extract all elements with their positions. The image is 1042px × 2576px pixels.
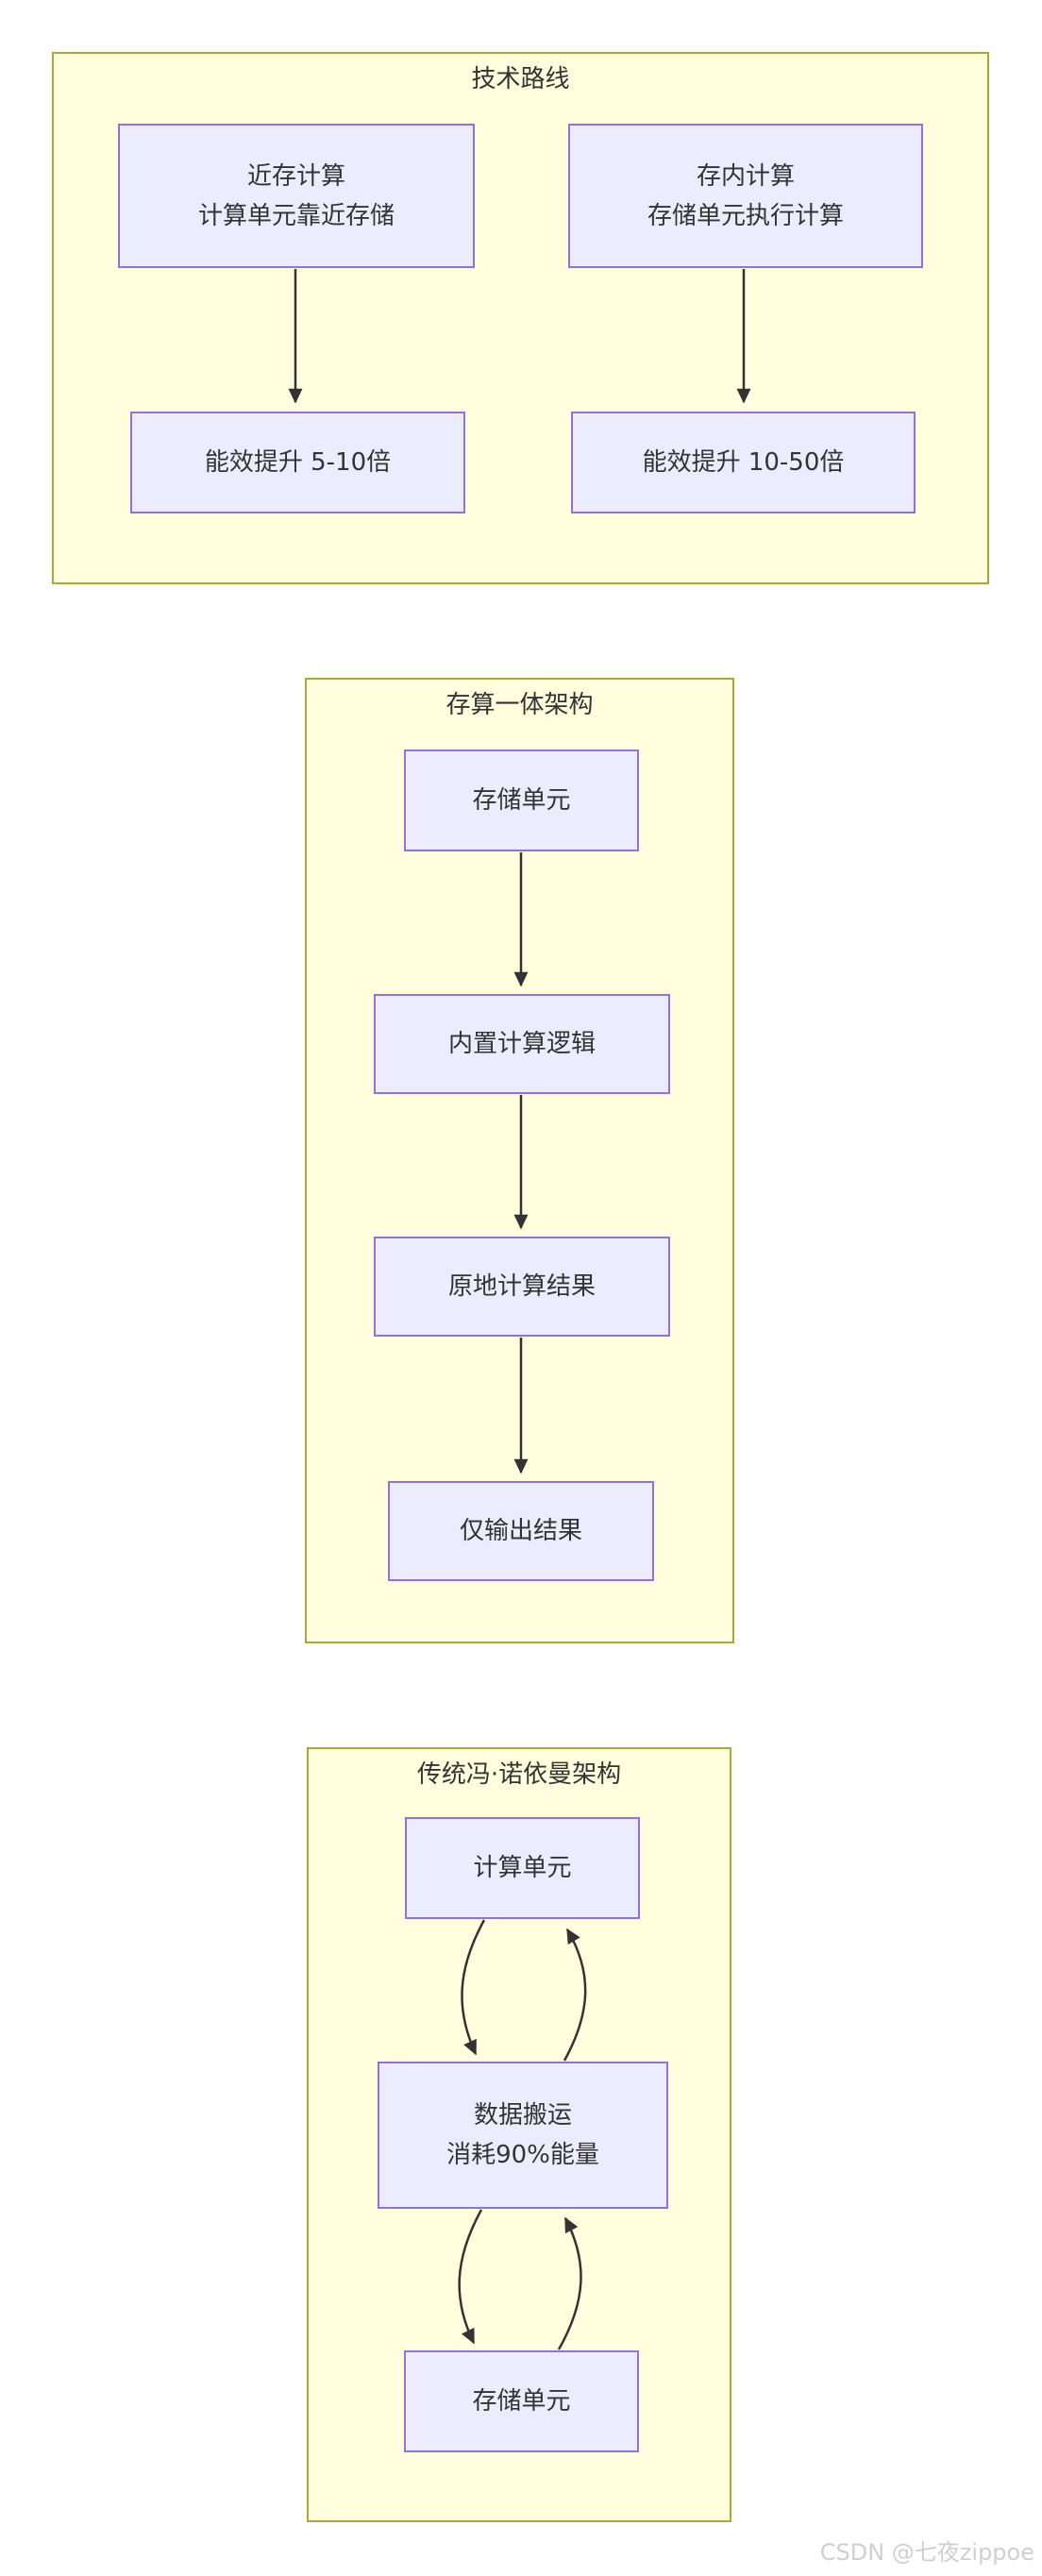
node-inplace-result: 原地计算结果 [374, 1237, 670, 1337]
node-label-line: 能效提升 5-10倍 [204, 448, 392, 477]
node-label-line: 消耗90%能量 [446, 2141, 599, 2169]
node-builtin-logic: 内置计算逻辑 [374, 994, 670, 1094]
node-label-line: 近存计算 [246, 161, 345, 191]
node-near-memory-compute: 近存计算 计算单元靠近存储 [118, 124, 475, 268]
node-label-line: 存储单元 [472, 2387, 571, 2416]
node-label-line: 计算单元靠近存储 [197, 201, 395, 230]
node-data-transfer: 数据搬运 消耗90%能量 [378, 2062, 668, 2209]
node-vn-storage-unit: 存储单元 [404, 2350, 639, 2452]
node-label-line: 存内计算 [696, 161, 795, 191]
node-gain-5-10x: 能效提升 5-10倍 [130, 412, 465, 514]
node-label-line: 原地计算结果 [447, 1272, 596, 1301]
node-label-line: 能效提升 10-50倍 [642, 448, 845, 477]
node-vn-compute-unit: 计算单元 [405, 1817, 640, 1919]
node-label-line: 数据搬运 [473, 2101, 572, 2130]
node-label-line: 内置计算逻辑 [447, 1030, 596, 1058]
node-output-only: 仅输出结果 [388, 1481, 654, 1581]
node-label-line: 存储单元 [472, 786, 571, 815]
node-in-memory-compute: 存内计算 存储单元执行计算 [568, 124, 923, 268]
subgraph-compute-in-memory-title: 存算一体架构 [445, 691, 594, 719]
node-label-line: 存储单元执行计算 [647, 201, 844, 230]
node-label-line: 计算单元 [473, 1854, 572, 1882]
node-cim-storage-unit: 存储单元 [404, 749, 639, 851]
csdn-watermark: CSDN @七夜zippoe [819, 2539, 1034, 2566]
subgraph-von-neumann-title: 传统冯·诺依曼架构 [416, 1760, 622, 1789]
node-label-line: 仅输出结果 [459, 1517, 582, 1545]
subgraph-tech-route-title: 技术路线 [471, 65, 570, 93]
node-gain-10-50x: 能效提升 10-50倍 [571, 412, 916, 514]
